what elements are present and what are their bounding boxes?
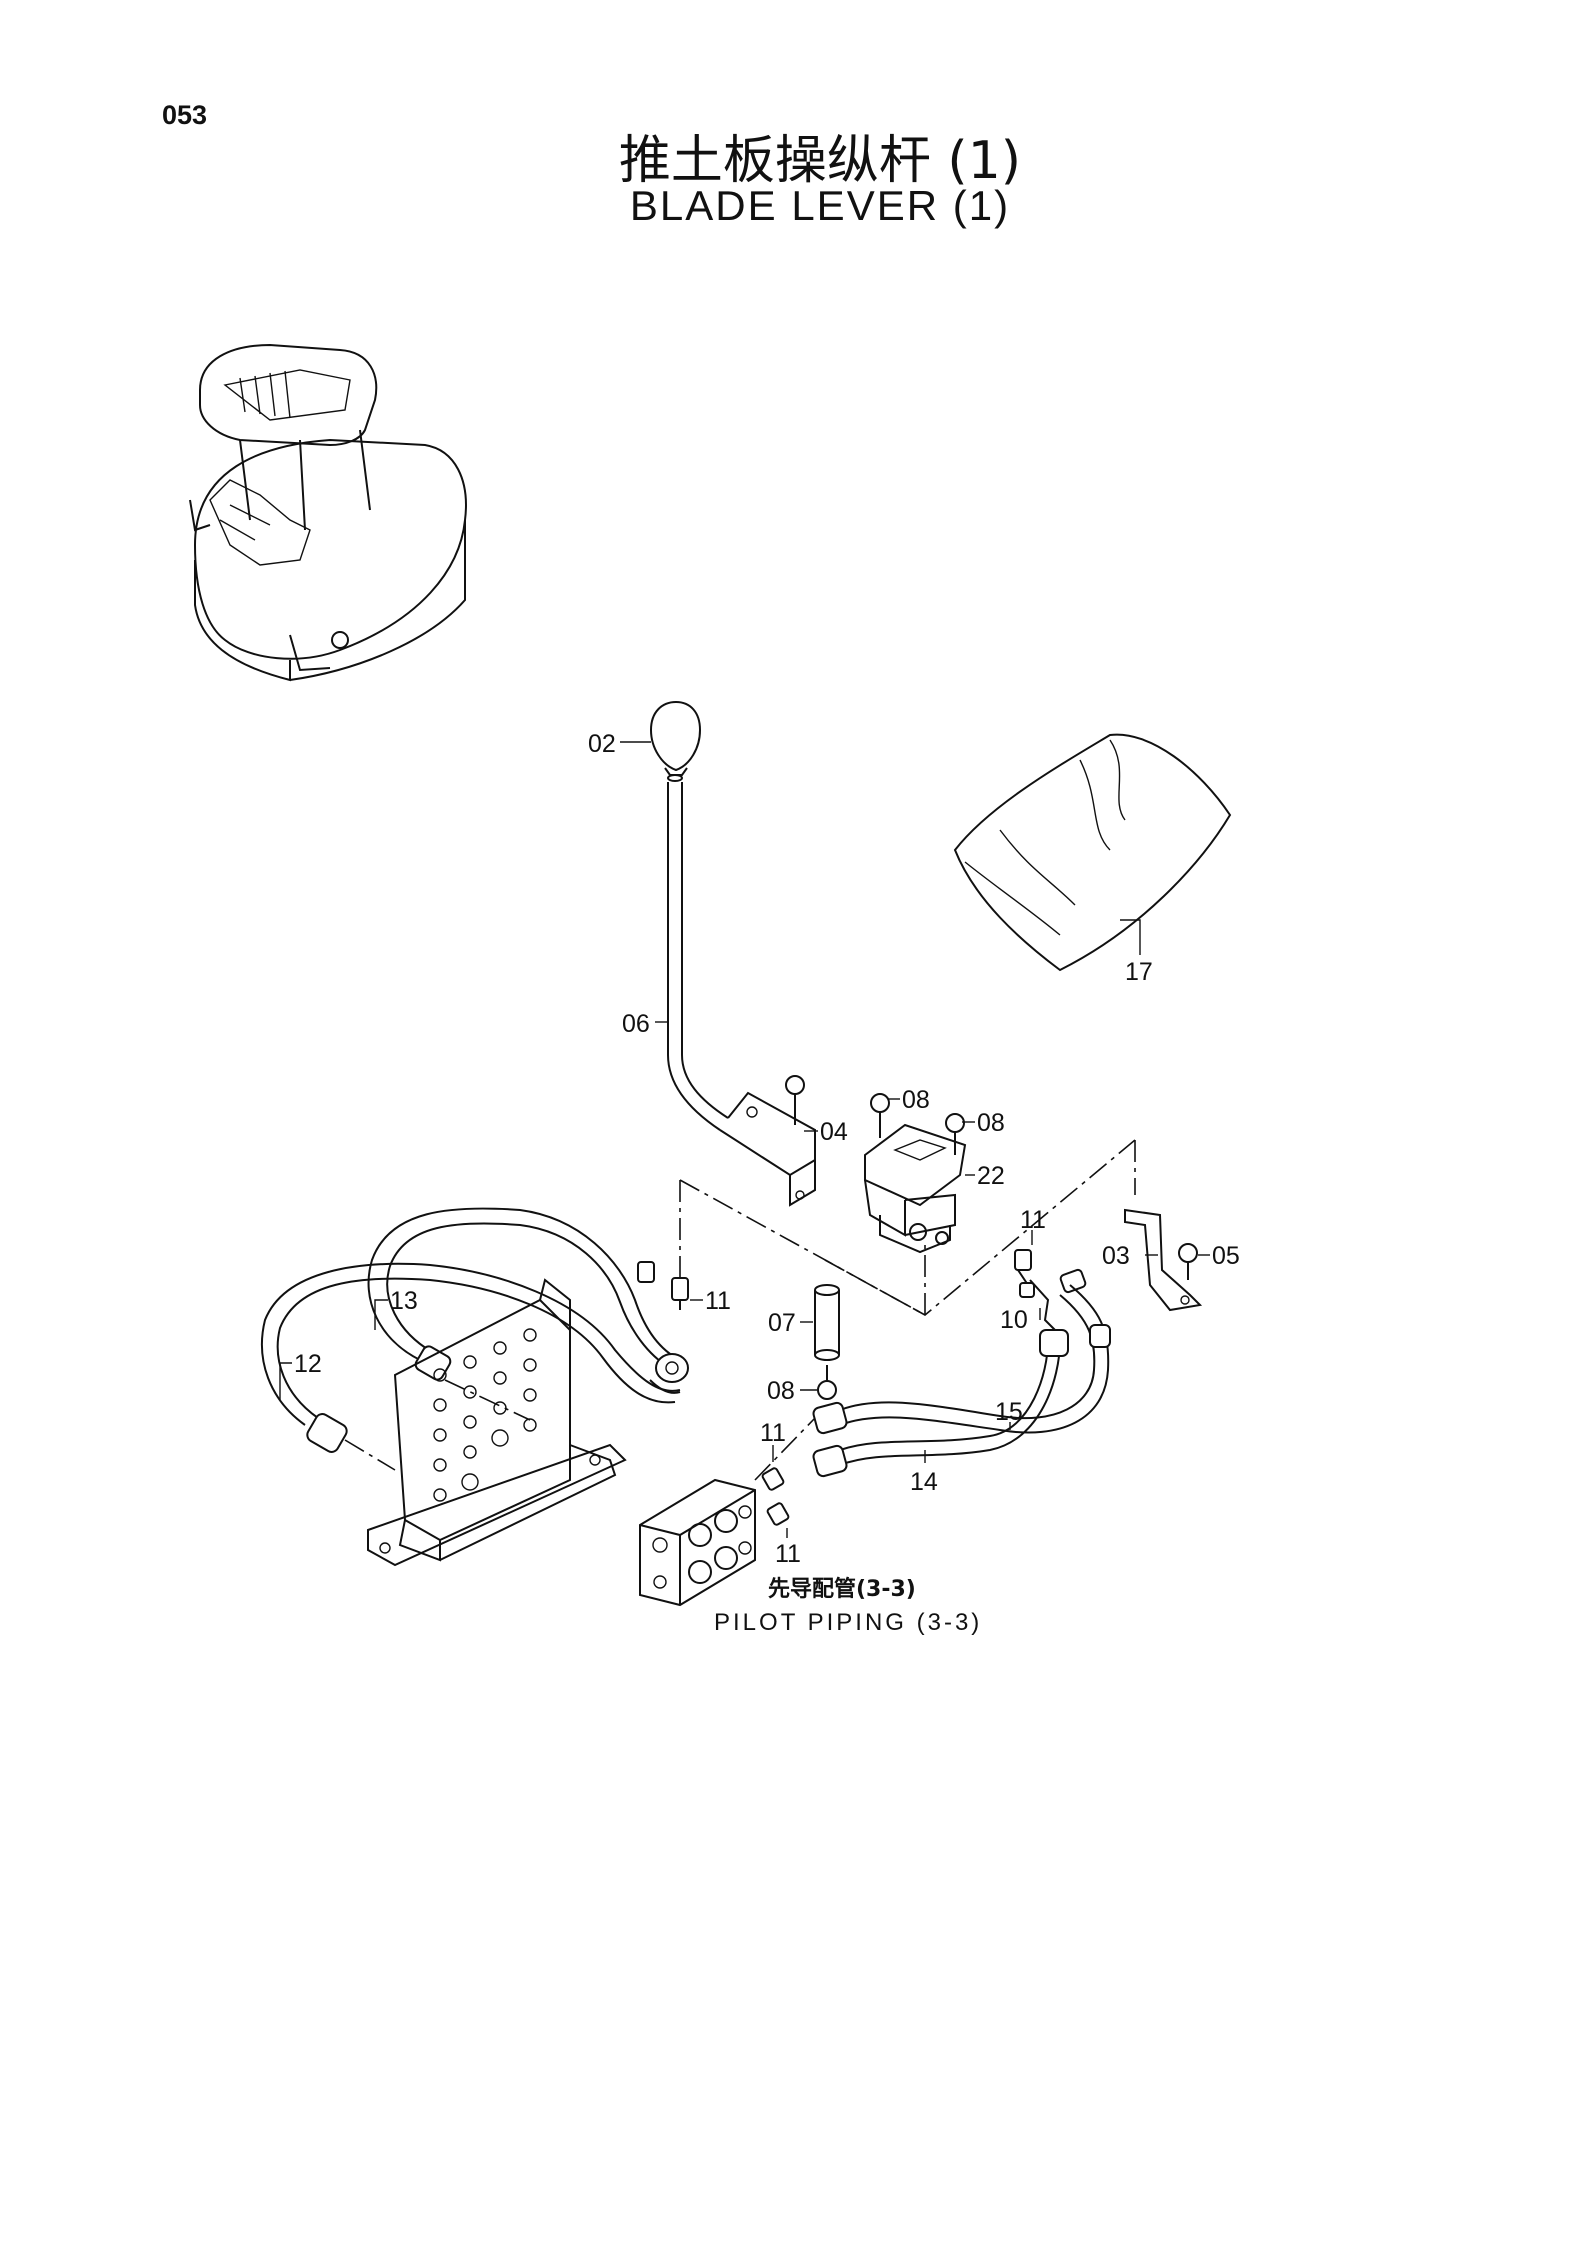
callout-06: 06 [622, 1010, 650, 1038]
callout-04: 04 [820, 1118, 848, 1146]
callout-08-a: 08 [902, 1086, 930, 1114]
pilot-manifold-block [639, 1417, 816, 1607]
machine-overview-illustration [189, 343, 467, 682]
callout-08-b: 08 [977, 1109, 1005, 1137]
page-number: 053 [162, 100, 208, 130]
blade-lever-assembly [649, 700, 816, 1207]
callout-leaders [279, 741, 1210, 1538]
callout-07: 07 [768, 1309, 796, 1337]
callout-11-d: 11 [775, 1540, 801, 1568]
callout-11-a: 11 [1020, 1206, 1046, 1234]
callout-03: 03 [1102, 1242, 1130, 1270]
callout-17: 17 [1125, 958, 1153, 986]
hoses-14-15 [812, 1284, 1111, 1478]
bracket-03 [1124, 1208, 1203, 1312]
pilot-valve [864, 1093, 967, 1254]
plate-holes [433, 1328, 537, 1502]
callout-11-c: 11 [760, 1419, 786, 1447]
callout-10: 10 [1000, 1306, 1028, 1334]
callout-11-b: 11 [705, 1287, 731, 1315]
callout-22: 22 [977, 1162, 1005, 1190]
reference-plane-lines [679, 1139, 1136, 1316]
callout-02: 02 [588, 730, 616, 758]
callout-05: 05 [1212, 1242, 1240, 1270]
callout-13: 13 [390, 1287, 418, 1315]
fittings-middle [637, 1261, 689, 1310]
reference-note-english: PILOT PIPING (3-3) [714, 1609, 982, 1636]
page-title-chinese: 推土板操纵杆 (1) [618, 131, 1022, 191]
callout-15: 15 [995, 1398, 1023, 1426]
mounting-plate [344, 1278, 627, 1567]
callout-08-c: 08 [767, 1377, 795, 1405]
spacer-07 [814, 1284, 840, 1400]
reference-note-chinese: 先导配管(3-3) [768, 1576, 916, 1602]
callout-labels: 02 06 17 08 08 04 22 11 03 05 13 11 07 1… [294, 730, 1240, 1568]
callout-14: 14 [910, 1468, 938, 1496]
lever-boot-cover [953, 733, 1232, 972]
callout-12: 12 [294, 1350, 322, 1378]
hoses-12-13 [261, 1207, 689, 1453]
fittings-right [1014, 1249, 1087, 1331]
page-title-english: BLADE LEVER (1) [629, 182, 1011, 229]
